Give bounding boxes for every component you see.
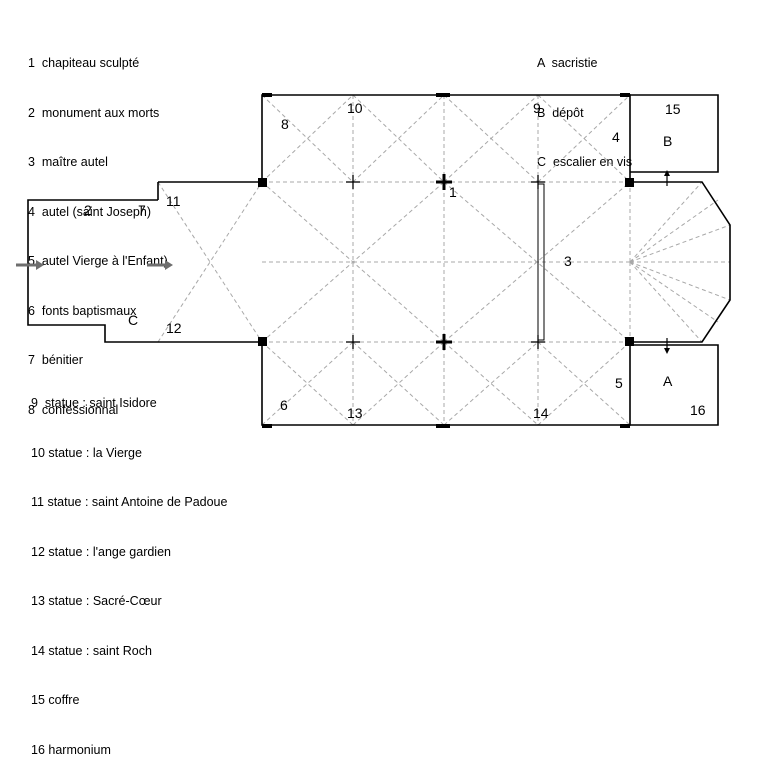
label-A: A bbox=[663, 373, 673, 389]
legend-item: 15 coffre bbox=[31, 693, 80, 707]
label-16: 16 bbox=[690, 402, 706, 418]
legend-item: 3 maître autel bbox=[28, 155, 108, 169]
legend-item: 12 statue : l'ange gardien bbox=[31, 544, 171, 559]
legend-item: 14 statue : saint Roch bbox=[31, 643, 152, 658]
label-14: 14 bbox=[533, 405, 549, 421]
label-5: 5 bbox=[615, 375, 623, 391]
legend-item: 11 statue : saint Antoine de Padoue bbox=[31, 495, 228, 509]
plan-labels: 1 2 3 4 5 6 7 8 9 10 11 12 13 14 15 16 A… bbox=[84, 100, 706, 421]
legend-item: 8 confessionnal bbox=[28, 402, 119, 417]
legend-item: 9 statue : saint Isidore bbox=[31, 396, 157, 410]
label-9: 9 bbox=[533, 100, 541, 116]
legend-numbers-1-8: 1 chapiteau sculpté 2 monument aux morts… bbox=[28, 22, 168, 435]
church-floor-plan: 1 2 3 4 5 6 7 8 9 10 11 12 13 14 15 16 A… bbox=[16, 93, 731, 428]
label-3: 3 bbox=[564, 253, 572, 269]
legend-item: 4 autel (saint Joseph) bbox=[28, 204, 151, 219]
column-markers bbox=[346, 174, 545, 350]
label-11: 11 bbox=[166, 193, 181, 209]
legend-item: 6 fonts baptismaux bbox=[28, 303, 137, 318]
pillars bbox=[258, 93, 634, 428]
label-2: 2 bbox=[84, 202, 92, 218]
door-arrows bbox=[664, 170, 670, 354]
label-8: 8 bbox=[281, 116, 289, 132]
entrance-arrows bbox=[16, 260, 173, 270]
label-13: 13 bbox=[347, 405, 363, 421]
legend-item: 7 bénitier bbox=[28, 353, 83, 367]
label-7: 7 bbox=[138, 202, 146, 218]
vault-ribs bbox=[157, 94, 731, 426]
legend-item: C escalier en vis bbox=[537, 155, 633, 169]
label-15: 15 bbox=[665, 101, 681, 117]
label-1: 1 bbox=[449, 184, 457, 200]
label-6: 6 bbox=[280, 397, 288, 413]
label-4: 4 bbox=[612, 129, 620, 145]
label-C: C bbox=[128, 312, 138, 328]
legend-item: A sacristie bbox=[537, 56, 598, 70]
legend-item: 10 statue : la Vierge bbox=[31, 445, 142, 460]
legend-item: 2 monument aux morts bbox=[28, 105, 160, 120]
walls bbox=[27, 94, 731, 426]
legend-item: 13 statue : Sacré-Cœur bbox=[31, 594, 162, 608]
legend-item: 16 harmonium bbox=[31, 742, 111, 757]
label-12: 12 bbox=[166, 320, 182, 336]
label-B: B bbox=[663, 133, 672, 149]
legend-item: 1 chapiteau sculpté bbox=[28, 56, 140, 70]
label-10: 10 bbox=[347, 100, 363, 116]
